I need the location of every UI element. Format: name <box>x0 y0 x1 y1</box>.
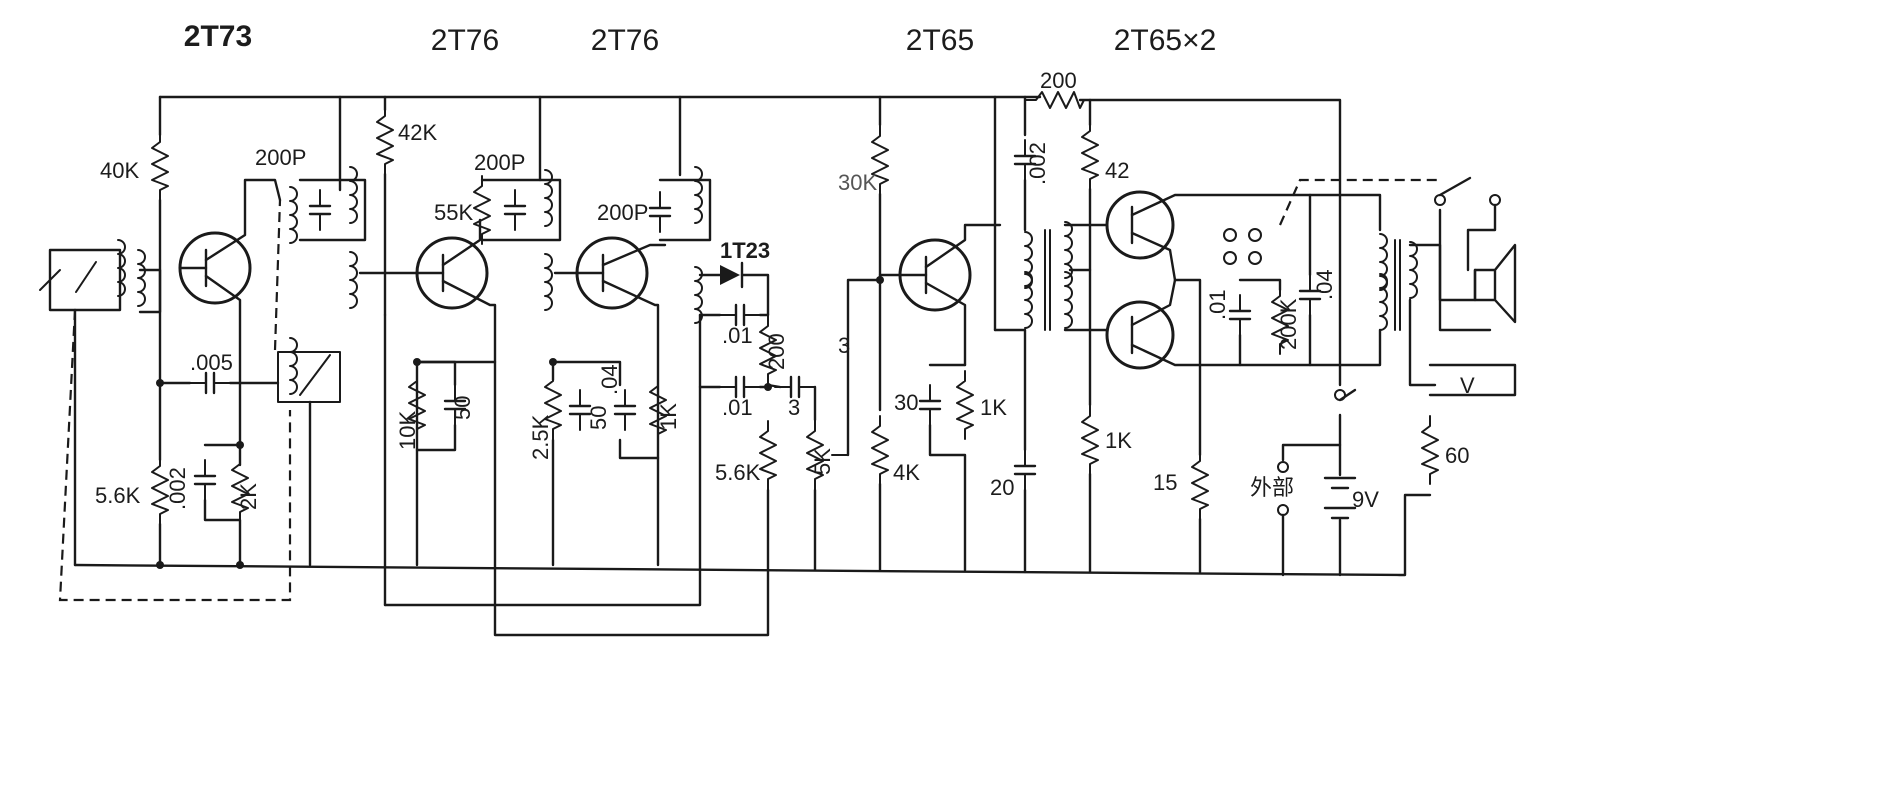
output-stage-2t65x2: 200 42 1K 15 .01 200K .04 <box>1025 68 1382 574</box>
label-01-a: .01 <box>722 323 753 348</box>
output-transformer-speaker: V 60 <box>1278 176 1517 485</box>
gang-linkage-upper <box>273 199 282 351</box>
header-2t65x2: 2T65×2 <box>1114 24 1217 57</box>
label-002-top: .002 <box>1025 142 1050 185</box>
output-terminals <box>1223 228 1262 265</box>
label-1k-5: 1K <box>1105 428 1132 453</box>
top-supply-rail-right <box>1078 98 1342 387</box>
header-2t76-second: 2T76 <box>591 24 659 57</box>
label-04: .04 <box>597 364 622 395</box>
diode-1t23 <box>720 265 740 285</box>
label-1k-4: 1K <box>980 395 1007 420</box>
label-30k: 30K <box>838 170 877 195</box>
label-1k-3: 1K <box>656 403 681 430</box>
label-40k: 40K <box>100 158 139 183</box>
label-42k: 42K <box>398 120 437 145</box>
header-2t76-first: 2T76 <box>431 24 499 57</box>
label-42: 42 <box>1105 158 1129 183</box>
label-1t23: 1T23 <box>720 238 770 263</box>
label-55k: 55K <box>434 200 473 225</box>
label-200k: 200K <box>1276 298 1301 350</box>
label-3: 3 <box>788 395 800 420</box>
label-200-top: 200 <box>1040 68 1077 93</box>
if-stage-2-2t76: 200P 2.5K 50 .04 1K <box>528 95 712 567</box>
label-01-b: .01 <box>722 395 753 420</box>
label-60: 60 <box>1445 443 1469 468</box>
label-3b: 3 <box>838 333 850 358</box>
label-2-5k: 2.5K <box>528 414 553 460</box>
if-stage-1-2t76: 42K 55K 200P 10K 50 <box>338 95 562 607</box>
header-2t65: 2T65 <box>906 24 974 57</box>
label-20: 20 <box>990 475 1014 500</box>
label-2k: 2K <box>236 483 261 510</box>
label-200p-2: 200P <box>474 150 525 175</box>
label-200p-1: 200P <box>255 145 306 170</box>
label-005: .005 <box>190 350 233 375</box>
label-01-out: .01 <box>1205 289 1230 320</box>
power-section: 外部 9V <box>1250 388 1379 577</box>
label-200-b: 200 <box>764 333 789 370</box>
ground-rail <box>73 493 1432 577</box>
label-9v: 9V <box>1352 487 1379 512</box>
label-04-out: .04 <box>1312 269 1337 300</box>
label-10k: 10K <box>395 411 420 450</box>
converter-stage-2t73: 40K 200P .005 5.6K .002 2K <box>95 95 367 569</box>
label-jack-v: V <box>1460 373 1475 398</box>
label-4k: 4K <box>893 460 920 485</box>
driver-transformer: .002 20 <box>990 95 1112 574</box>
label-30: 30 <box>894 390 918 415</box>
label-5k: 5K <box>810 448 835 475</box>
label-5-6k-1: 5.6K <box>95 483 141 508</box>
label-200p-3: 200P <box>597 200 648 225</box>
label-5-6k-2: 5.6K <box>715 460 761 485</box>
antenna-tuning-section <box>39 239 162 567</box>
label-50-2: 50 <box>586 406 611 430</box>
detector-section: 1T23 .01 200 .01 3 5.6K 5K <box>383 238 849 637</box>
label-external: 外部 <box>1250 475 1294 500</box>
label-002-b: .002 <box>165 467 190 510</box>
header-2t73: 2T73 <box>184 20 252 53</box>
label-50-1: 50 <box>450 396 475 420</box>
transistor-2t65-out-1 <box>1105 190 1175 260</box>
driver-stage-2t65: 30K 3 4K 30 1K <box>838 95 1007 572</box>
speaker-icon <box>1473 243 1517 324</box>
transistor-2t65-out-2 <box>1105 300 1175 370</box>
label-15: 15 <box>1153 470 1177 495</box>
gang-tuning-linkage <box>58 309 292 602</box>
